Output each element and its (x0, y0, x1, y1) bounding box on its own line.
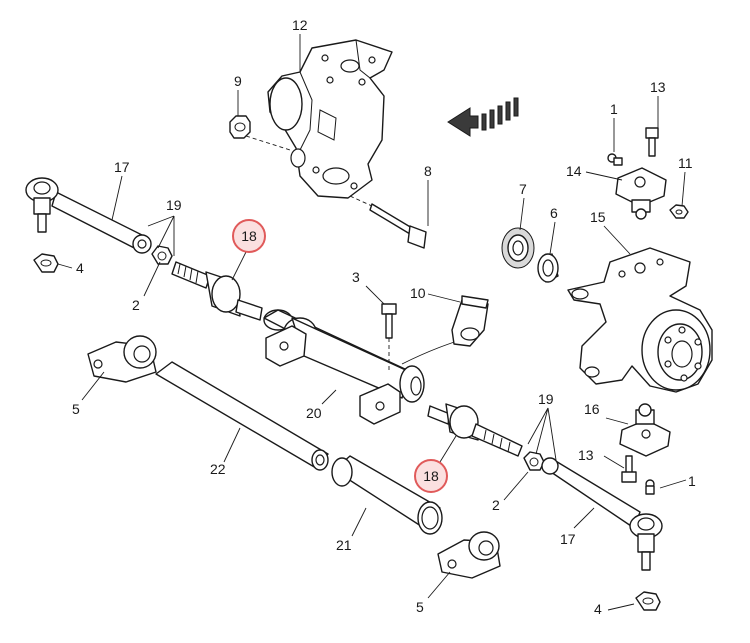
bolt-13-lower (621, 455, 637, 483)
sleeve-21 (331, 455, 443, 535)
grease-nipple-1-upper (607, 153, 623, 166)
leader-lines (57, 34, 687, 611)
tie-rod-end-right (541, 457, 663, 571)
highlight-18-lower: 18 (414, 459, 448, 493)
steering-knuckle-upper (267, 39, 393, 199)
ball-joint-16 (619, 403, 671, 457)
adjuster-18-right (427, 403, 523, 457)
callout-20: 20 (306, 405, 322, 421)
bolt-3 (381, 303, 397, 372)
nut-4-left (33, 253, 59, 273)
callout-18-lower: 18 (423, 468, 439, 484)
callout-2-left: 2 (132, 297, 140, 313)
nut-9 (229, 115, 291, 151)
callout-5-left: 5 (72, 401, 80, 417)
callout-11: 11 (678, 155, 693, 171)
callout-4-left: 4 (76, 260, 84, 276)
seal-6 (537, 253, 559, 283)
direction-arrow-icon (447, 97, 519, 137)
highlighted-callouts: 18 18 (232, 219, 448, 493)
callout-19-right: 19 (538, 391, 554, 407)
adjuster-18-left (171, 261, 263, 321)
callout-6: 6 (550, 205, 558, 221)
callout-13-upper: 13 (650, 79, 666, 95)
highlight-18-upper: 18 (232, 219, 266, 253)
clamp-5-right (437, 531, 501, 579)
tube-22 (155, 361, 329, 471)
nut-2-left (151, 245, 173, 265)
bolt-8 (349, 195, 427, 249)
callout-17-right: 17 (560, 531, 576, 547)
callout-13-lower: 13 (578, 447, 594, 463)
callout-4-right: 4 (594, 601, 602, 617)
callout-2-right: 2 (492, 497, 500, 513)
callout-16: 16 (584, 401, 600, 417)
hub-carrier-15 (567, 247, 713, 393)
callout-19-left: 19 (166, 197, 182, 213)
callout-1-upper: 1 (610, 101, 618, 117)
callout-21: 21 (336, 537, 352, 553)
nut-4-right (635, 591, 661, 611)
callout-17-left: 17 (114, 159, 130, 175)
callout-1-lower: 1 (688, 473, 696, 489)
nut-2-right (523, 451, 545, 471)
callout-labels: 12 9 8 13 1 14 11 7 6 15 17 19 4 2 3 10 … (72, 17, 696, 617)
callout-10: 10 (410, 285, 426, 301)
callout-8: 8 (424, 163, 432, 179)
callout-3: 3 (352, 269, 360, 285)
callout-15: 15 (590, 209, 606, 225)
grease-nipple-1-lower (645, 479, 655, 495)
ball-joint-14 (615, 167, 667, 220)
callout-7: 7 (519, 181, 527, 197)
clamp-5-left (87, 335, 157, 383)
callout-12: 12 (292, 17, 308, 33)
tie-rod-end-left (25, 177, 152, 254)
clip-10 (451, 295, 489, 347)
callout-14: 14 (566, 163, 582, 179)
nut-11 (669, 204, 689, 219)
bolt-13-upper (645, 127, 659, 157)
callout-18-upper: 18 (241, 228, 257, 244)
callout-5-right: 5 (416, 599, 424, 615)
callout-9: 9 (234, 73, 242, 89)
callout-22: 22 (210, 461, 226, 477)
bearing-7 (501, 227, 535, 269)
center-tube-20 (263, 309, 473, 425)
